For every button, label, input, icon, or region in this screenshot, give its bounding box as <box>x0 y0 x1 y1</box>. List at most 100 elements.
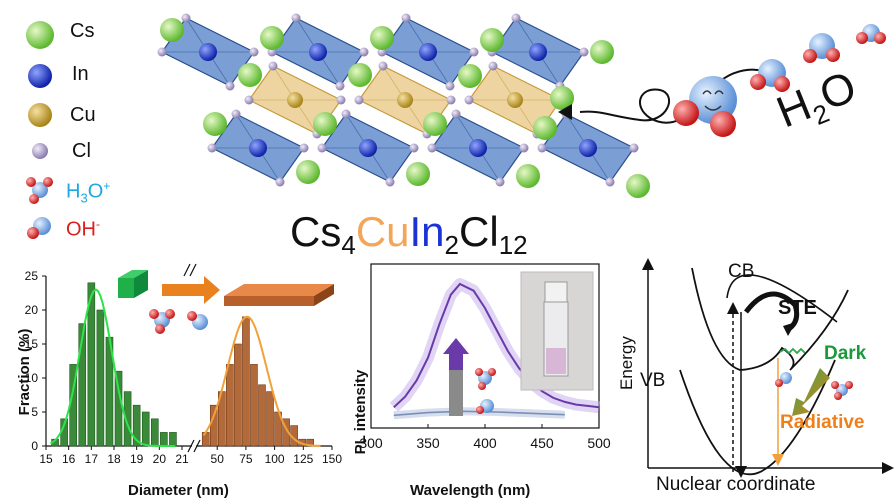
dark-label: Dark <box>824 343 867 364</box>
x-tick-label: 21 <box>175 452 189 466</box>
cl-atom <box>244 95 254 105</box>
cube-icon <box>118 270 148 278</box>
cl-atom <box>488 61 498 71</box>
bar <box>160 432 168 447</box>
quench-arrow-icon <box>792 368 830 416</box>
x-tick-label: 500 <box>587 435 611 451</box>
y-tick-label: 0 <box>31 439 38 453</box>
energy-diagram <box>642 258 894 478</box>
cs-atom <box>458 64 482 88</box>
cl-atom <box>335 81 345 91</box>
cl-atom-icon <box>32 143 48 159</box>
cl-atom <box>409 143 419 153</box>
x-tick-label: 15 <box>39 452 53 466</box>
in-atom <box>199 43 217 61</box>
in-atom <box>249 139 267 157</box>
dark-wavy-arrow <box>779 347 806 355</box>
water-molecule-icon <box>856 24 886 44</box>
cs-atom <box>550 86 574 110</box>
cl-atom <box>336 95 346 105</box>
x-tick-label: 100 <box>265 452 285 466</box>
x-tick-label: 300 <box>359 435 383 451</box>
cs-atom <box>348 63 372 87</box>
cl-atom <box>451 109 461 119</box>
bar <box>258 384 266 447</box>
cs-atom <box>203 112 227 136</box>
cl-atom <box>354 95 364 105</box>
cs-atom <box>516 164 540 188</box>
cl-atom <box>464 95 474 105</box>
water-molecule-icon <box>803 33 840 63</box>
cs-atom <box>160 18 184 42</box>
compound-formula: Cs4CuIn2Cl12 <box>290 208 528 260</box>
x-tick-label: 19 <box>130 452 144 466</box>
x-tick-label: 20 <box>153 452 167 466</box>
in-atom <box>469 139 487 157</box>
pl-curve <box>393 282 600 409</box>
arrow-head-icon <box>443 338 469 354</box>
cl-atom <box>299 143 309 153</box>
bar <box>242 316 250 447</box>
cl-atom <box>341 109 351 119</box>
water-molecule-icon <box>750 59 790 92</box>
bar <box>234 343 242 447</box>
cl-atom <box>605 177 615 187</box>
y-tick-label: 25 <box>25 269 39 283</box>
plate-icon <box>224 296 314 306</box>
cl-atom <box>427 143 437 153</box>
cl-atom <box>231 109 241 119</box>
cs-atom <box>238 63 262 87</box>
cuvette-cap <box>544 281 568 303</box>
molecule-icon <box>831 381 853 400</box>
legend-label-h3o: H3O+ <box>66 179 111 206</box>
fit-curve <box>202 315 321 447</box>
plate-icon <box>224 284 334 296</box>
in-atom-icon <box>28 64 52 88</box>
cl-atom <box>378 61 388 71</box>
cu-atom <box>287 92 303 108</box>
cl-atom <box>181 13 191 23</box>
in-atom <box>359 139 377 157</box>
cl-atom <box>249 47 259 57</box>
x-tick-label: 50 <box>211 452 225 466</box>
cl-atom <box>385 177 395 187</box>
h3o-molecule-icon <box>26 177 53 204</box>
water-approach <box>558 24 886 137</box>
vb-curve <box>679 359 836 476</box>
cu-atom <box>397 92 413 108</box>
oh-molecule-icon <box>27 217 51 239</box>
bar <box>266 391 274 447</box>
bar <box>132 404 141 447</box>
cs-atom <box>406 162 430 186</box>
cl-atom <box>446 95 456 105</box>
cl-atom <box>275 177 285 187</box>
cl-atom <box>495 177 505 187</box>
legend-label-cs: Cs <box>70 20 95 42</box>
cl-atom <box>157 47 167 57</box>
in-atom <box>579 139 597 157</box>
enhancement-arrow-icon <box>449 368 463 416</box>
bar <box>114 370 123 447</box>
cl-atom <box>317 143 327 153</box>
y-tick-label: 5 <box>31 405 38 419</box>
x-tick-label: 16 <box>62 452 76 466</box>
cs-atom <box>480 28 504 52</box>
cl-atom <box>268 61 278 71</box>
bar <box>96 309 105 447</box>
y-tick-label: 15 <box>25 337 39 351</box>
bar <box>250 364 258 447</box>
cl-atom <box>537 143 547 153</box>
cs-atom <box>590 40 614 64</box>
bar <box>78 323 87 447</box>
bar <box>226 364 234 447</box>
trapping-arrow-head-icon <box>783 322 796 336</box>
cube-icon <box>134 270 148 298</box>
trapping-arrow <box>744 291 800 330</box>
x-tick-label: 150 <box>322 452 342 466</box>
coordinate-axis-label: Nuclear coordinate <box>656 474 816 495</box>
bar <box>87 282 96 447</box>
cl-atom <box>629 143 639 153</box>
cs-atom <box>533 116 557 140</box>
bar <box>169 432 177 447</box>
